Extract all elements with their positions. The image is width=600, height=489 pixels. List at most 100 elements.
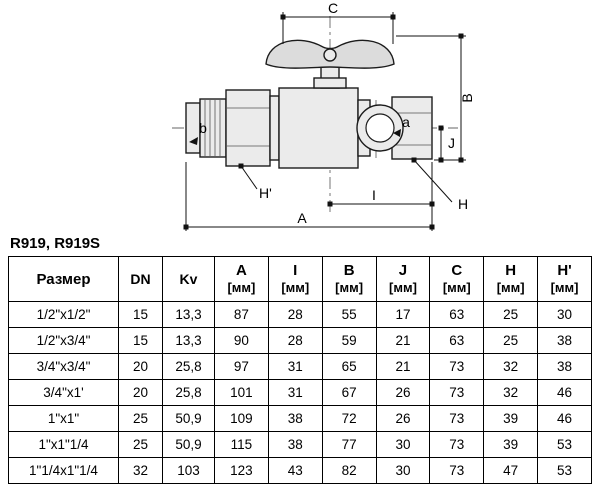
col-header-dn: DN xyxy=(118,256,163,302)
table-cell: 82 xyxy=(321,457,377,484)
cell-size: 3/4"x3/4" xyxy=(8,353,119,380)
table-cell: 72 xyxy=(321,405,377,432)
port-a-arrow xyxy=(393,129,401,137)
table-cell: 73 xyxy=(429,353,485,380)
leader-h-prime: H' xyxy=(238,163,272,201)
table-cell: 26 xyxy=(375,405,431,432)
dim-c-label: C xyxy=(328,0,338,16)
valve-body xyxy=(269,87,371,169)
table-cell: 15 xyxy=(118,301,163,328)
table-cell: 101 xyxy=(214,379,269,406)
table-cell: 43 xyxy=(267,457,323,484)
dim-unit: [мм] xyxy=(281,280,310,295)
table-row: 1"x1" 25 50,9 109 38 72 26 73 39 46 xyxy=(8,405,592,432)
dim-b-label: B xyxy=(459,93,475,102)
table-cell: 25,8 xyxy=(162,379,215,406)
table-cell: 25 xyxy=(118,405,163,432)
series-title: R919, R919S xyxy=(10,235,101,252)
table-row: 1/2"x1/2" 15 13,3 87 28 55 17 63 25 30 xyxy=(8,301,592,328)
table-cell: 25 xyxy=(118,431,163,458)
table-row: 3/4"x1' 20 25,8 101 31 67 26 73 32 46 xyxy=(8,379,592,406)
table-cell: 38 xyxy=(267,405,323,432)
port-a-label: a xyxy=(402,114,410,130)
table-cell: 25 xyxy=(483,327,539,354)
table-row: 1/2"x3/4" 15 13,3 90 28 59 21 63 25 38 xyxy=(8,327,592,354)
cell-size: 1"x1" xyxy=(8,405,119,432)
dim-unit: [мм] xyxy=(496,280,525,295)
table-cell: 32 xyxy=(483,353,539,380)
table-cell: 21 xyxy=(375,327,431,354)
table-wrapper: Размер DN Kv A [мм] I [мм] B [мм] J [мм]… xyxy=(0,256,600,484)
table-cell: 26 xyxy=(375,379,431,406)
dim-a-label: A xyxy=(297,210,307,226)
col-header-h: H [мм] xyxy=(483,256,539,302)
table-cell: 73 xyxy=(429,405,485,432)
col-header-j: J [мм] xyxy=(375,256,431,302)
table-cell: 73 xyxy=(429,431,485,458)
table-header-row: Размер DN Kv A [мм] I [мм] B [мм] J [мм]… xyxy=(8,256,592,302)
col-header-b: B [мм] xyxy=(321,256,377,302)
table-cell: 73 xyxy=(429,457,485,484)
table-cell: 77 xyxy=(321,431,377,458)
dimension-j: J xyxy=(438,125,455,163)
table-cell: 17 xyxy=(375,301,431,328)
dimension-i: I xyxy=(327,187,435,207)
table-cell: 21 xyxy=(375,353,431,380)
table-cell: 67 xyxy=(321,379,377,406)
dim-h-prime-label: H' xyxy=(259,185,272,201)
table-cell: 63 xyxy=(429,301,485,328)
table-cell: 53 xyxy=(537,431,592,458)
table-cell: 20 xyxy=(118,379,163,406)
valve-drawing-svg: b a C B J A xyxy=(172,0,475,231)
table-cell: 30 xyxy=(375,457,431,484)
port-b-arrow xyxy=(189,137,198,145)
dimensions-table: Размер DN Kv A [мм] I [мм] B [мм] J [мм]… xyxy=(8,256,592,484)
cell-size: 1"1/4x1"1/4 xyxy=(8,457,119,484)
table-cell: 25,8 xyxy=(162,353,215,380)
table-cell: 13,3 xyxy=(162,301,215,328)
cell-size: 1"x1"1/4 xyxy=(8,431,119,458)
table-cell: 46 xyxy=(537,405,592,432)
dim-letter: J xyxy=(398,262,408,279)
left-union-nut xyxy=(225,89,271,167)
table-cell: 30 xyxy=(537,301,592,328)
cell-size: 1/2"x3/4" xyxy=(8,327,119,354)
dim-unit: [мм] xyxy=(442,280,471,295)
table-cell: 59 xyxy=(321,327,377,354)
col-header-size: Размер xyxy=(8,256,119,302)
table-cell: 38 xyxy=(537,327,592,354)
dim-unit: [мм] xyxy=(227,280,256,295)
table-cell: 87 xyxy=(214,301,269,328)
cell-size: 1/2"x1/2" xyxy=(8,301,119,328)
table-cell: 53 xyxy=(537,457,592,484)
table-cell: 15 xyxy=(118,327,163,354)
table-cell: 123 xyxy=(214,457,269,484)
col-header-a: A [мм] xyxy=(214,256,269,302)
col-header-kv: Kv xyxy=(162,256,215,302)
leader-h: H xyxy=(411,157,468,212)
valve-technical-drawing: b a C B J A xyxy=(0,0,600,232)
col-header-i: I [мм] xyxy=(267,256,323,302)
port-b-label: b xyxy=(199,120,207,136)
dimension-a: A xyxy=(183,162,435,231)
butterfly-handle xyxy=(265,39,395,69)
table-cell: 20 xyxy=(118,353,163,380)
table-cell: 30 xyxy=(375,431,431,458)
port-labels: b a xyxy=(189,114,410,145)
table-cell: 55 xyxy=(321,301,377,328)
dim-j-label: J xyxy=(448,135,455,151)
table-cell: 63 xyxy=(429,327,485,354)
dim-letter: C xyxy=(451,262,463,279)
dim-letter: H' xyxy=(557,262,572,279)
table-cell: 65 xyxy=(321,353,377,380)
dim-letter: H xyxy=(505,262,517,279)
dim-letter: I xyxy=(293,262,298,279)
right-port-face xyxy=(356,104,404,152)
table-row: 1"1/4x1"1/4 32 103 123 43 82 30 73 47 53 xyxy=(8,457,592,484)
table-cell: 50,9 xyxy=(162,431,215,458)
dim-i-label: I xyxy=(372,187,376,203)
table-cell: 46 xyxy=(537,379,592,406)
table-cell: 39 xyxy=(483,431,539,458)
table-cell: 31 xyxy=(267,379,323,406)
table-cell: 28 xyxy=(267,301,323,328)
